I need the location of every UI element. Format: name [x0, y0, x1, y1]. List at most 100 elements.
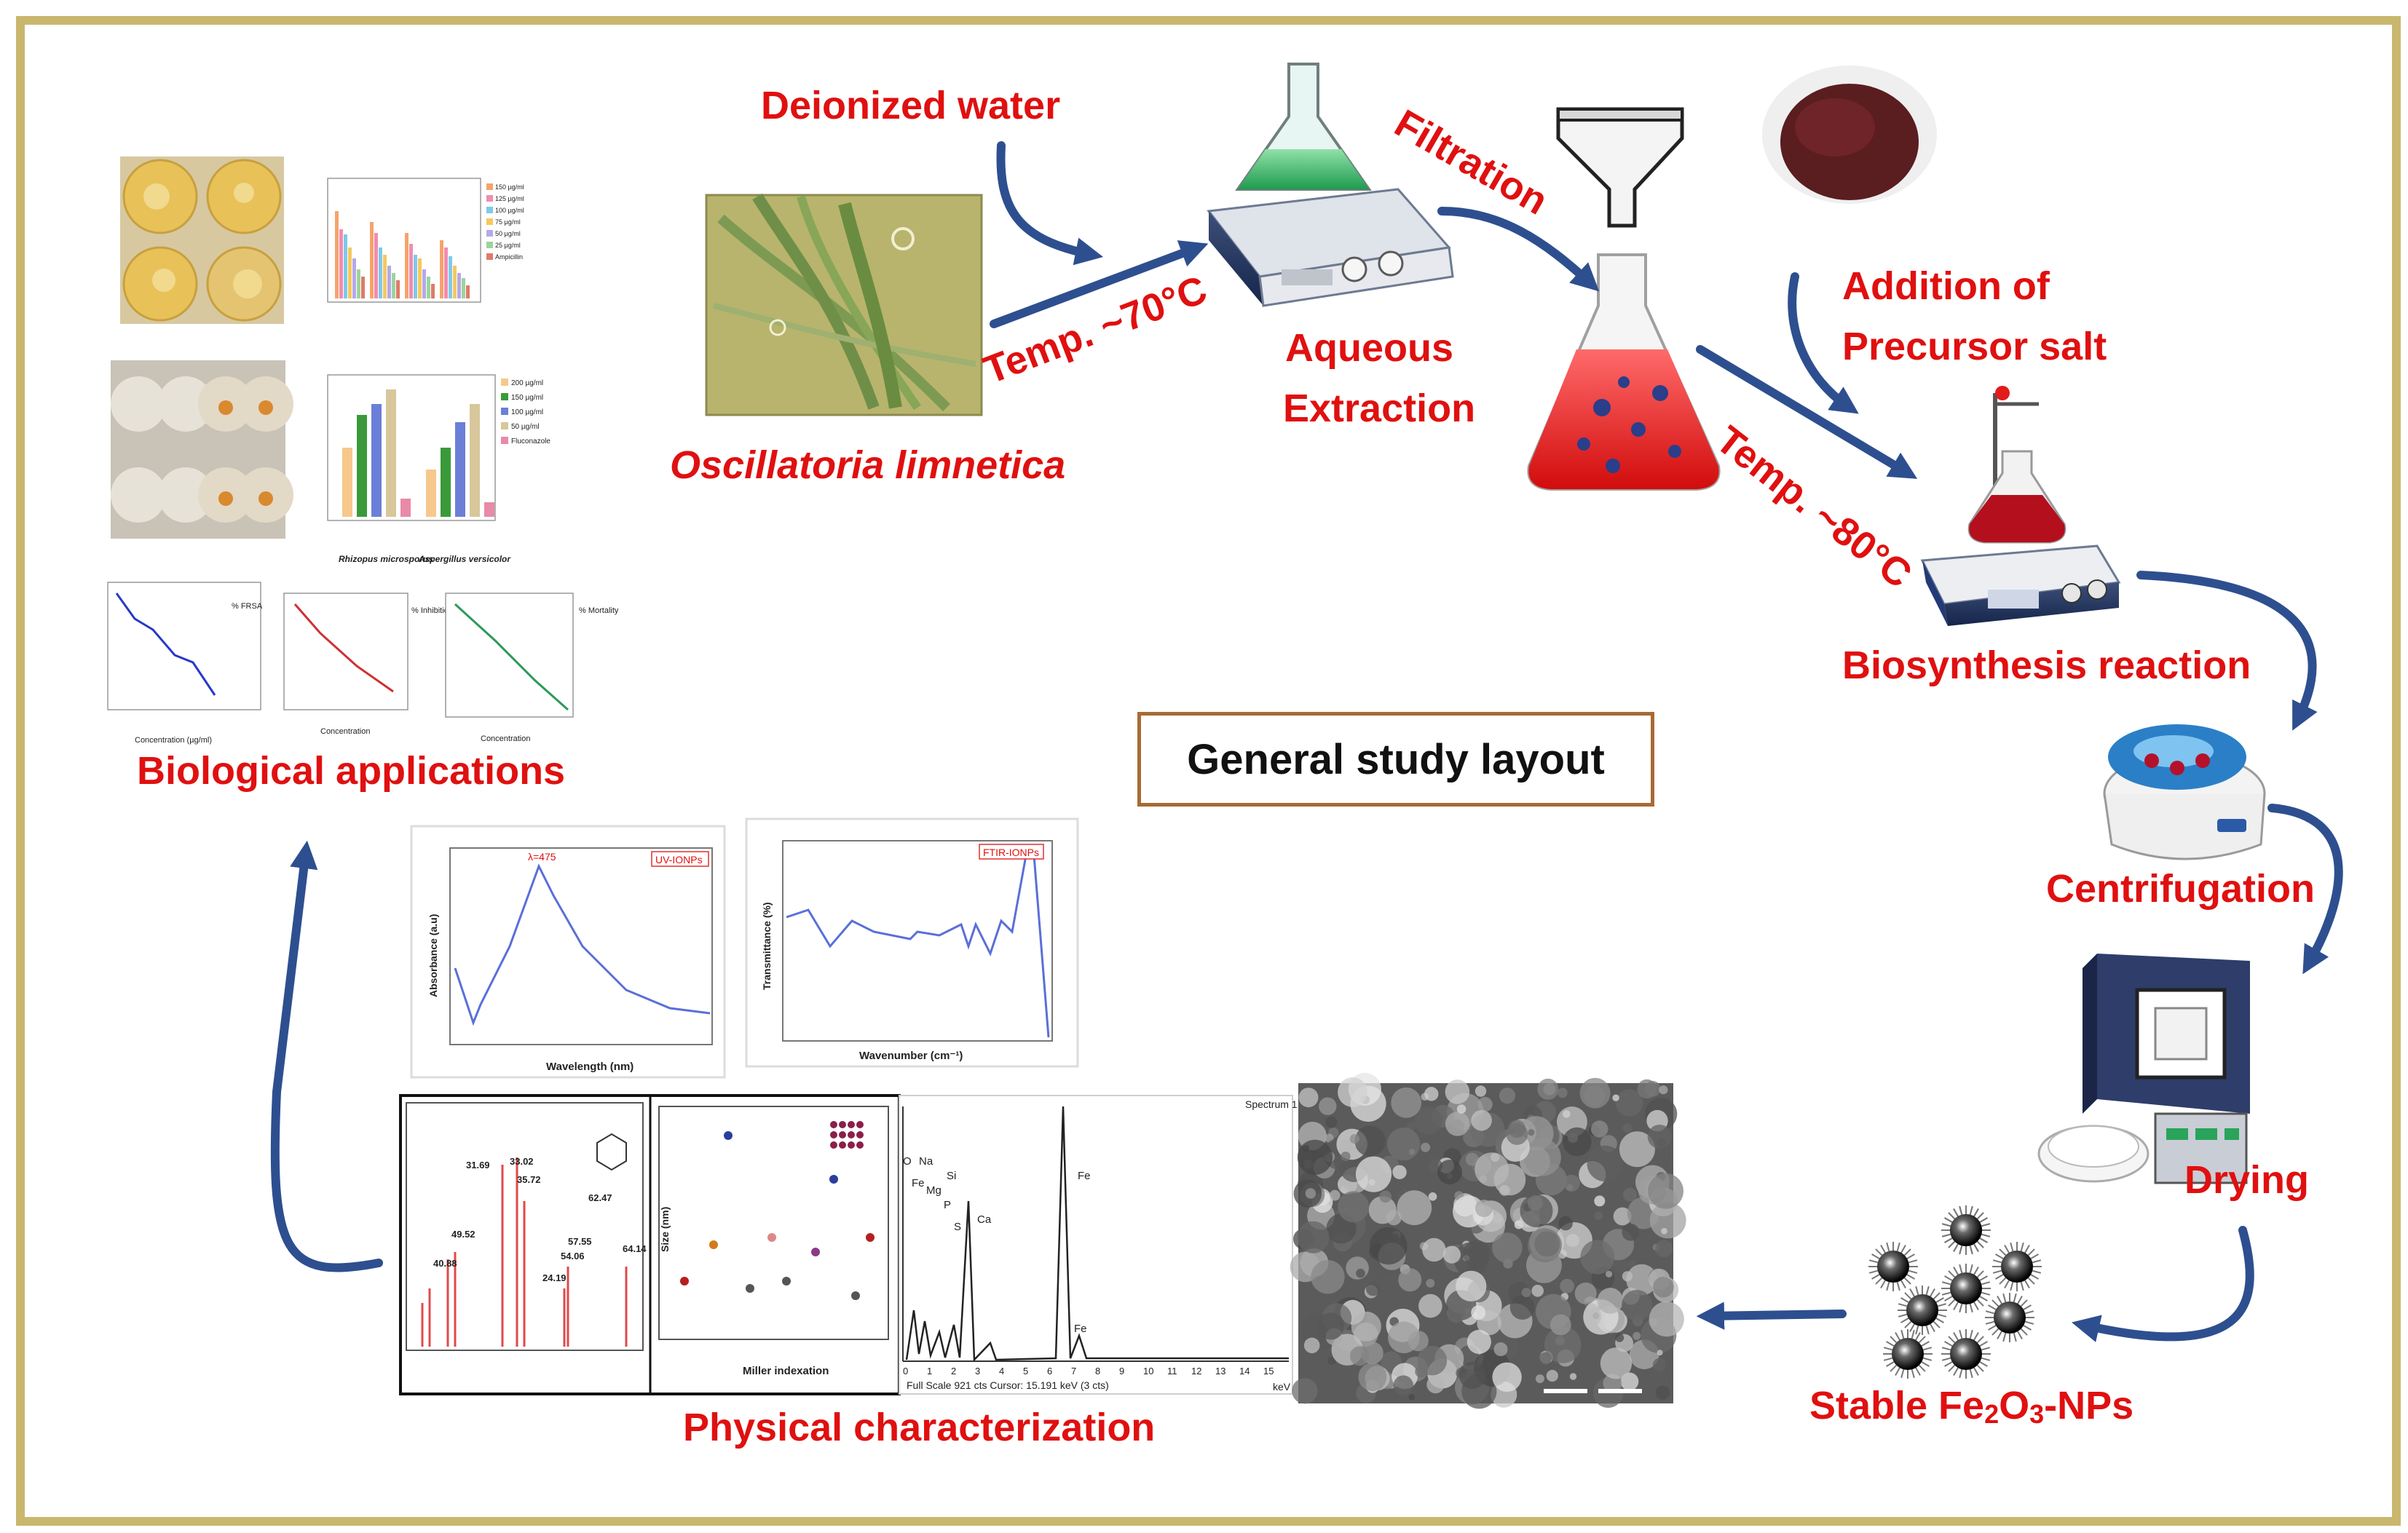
centrifuge [2103, 724, 2266, 860]
legend-entry: 25 µg/ml [495, 242, 521, 249]
label-drying: Drying [2184, 1158, 2310, 1202]
legend-entry: 200 µg/ml [511, 379, 543, 387]
nanoparticle-cluster [1868, 1205, 2042, 1379]
legend-entry: Ampicillin [495, 253, 523, 261]
bar [339, 229, 343, 298]
eds-tick: 11 [1167, 1366, 1177, 1376]
np-sub2: 3 [2029, 1399, 2045, 1429]
eds-tick: 0 [903, 1366, 908, 1376]
eds-element-label: Fe [1078, 1170, 1091, 1182]
legend-entry: 125 µg/ml [495, 195, 524, 202]
eds-element-label: S [954, 1221, 961, 1233]
eds-element-label: Fe [912, 1177, 925, 1189]
bar [387, 266, 391, 298]
bar [383, 255, 387, 298]
label-addition-of: Addition of [1842, 264, 2050, 308]
size-point [866, 1233, 875, 1242]
size-point [709, 1240, 718, 1249]
nanoparticle [1941, 1329, 1991, 1379]
nanoparticle [1883, 1329, 1933, 1379]
biosynthesis-stirrer [1920, 386, 2121, 626]
np-sub1: 2 [1984, 1399, 2000, 1429]
uv-ylabel: Absorbance (a.u) [427, 914, 439, 997]
arrow-biosynthesis-to-centrifuge [2136, 571, 2318, 731]
molecule-icon [830, 1121, 864, 1149]
mortality-xlabel: Concentration [481, 734, 531, 743]
mortality-legend: % Mortality [579, 606, 619, 615]
eds-tick: 10 [1143, 1366, 1153, 1376]
petri-dishes-fungi [111, 360, 293, 539]
xrd-peak-label: 24.19 [542, 1272, 567, 1283]
xrd-peak-label: 49.52 [451, 1229, 475, 1240]
ftir-legend: FTIR-IONPs [983, 847, 1039, 858]
eds-tick: 12 [1191, 1366, 1201, 1376]
legend-entry: 100 µg/ml [495, 207, 524, 214]
title-box-label: General study layout [1187, 735, 1605, 783]
bar [440, 240, 443, 298]
label-organism: Oscillatoria limnetica [670, 443, 1066, 487]
bar [422, 269, 426, 298]
np-prefix: Stable Fe [1809, 1384, 1985, 1427]
hotplate-green-flask [1207, 63, 1454, 307]
xrd-peak-label: 62.47 [588, 1192, 612, 1203]
size-point [746, 1284, 754, 1293]
nanoparticle [1898, 1286, 1947, 1335]
label-biological-applications: Biological applications [137, 749, 566, 793]
eds-tick: 7 [1071, 1366, 1076, 1376]
eds-tick: 15 [1263, 1366, 1274, 1376]
bar [374, 233, 378, 298]
label-precursor-salt: Precursor salt [1842, 325, 2107, 368]
arrow-hotplate-to-flask [1437, 207, 1600, 292]
size-point [767, 1233, 776, 1242]
ftir-ylabel: Transmittance (%) [761, 902, 773, 990]
label-biosynthesis: Biosynthesis reaction [1842, 643, 2251, 687]
sem-image-thumbnail [1290, 1072, 1686, 1409]
bar [449, 256, 452, 298]
legend-entry: 150 µg/ml [495, 183, 524, 191]
line-chart-mortality: % Mortality Concentration [445, 593, 619, 743]
bar [457, 273, 461, 298]
eds-element-label: Fe [1074, 1323, 1087, 1335]
arrow-characterization-to-applications [270, 840, 383, 1272]
nanoparticle [1985, 1293, 2034, 1342]
label-physical-characterization: Physical characterization [683, 1406, 1156, 1449]
bar [414, 255, 417, 298]
fungi-cat-2: Aspergillus versicolor [418, 554, 511, 564]
petri-dishes-bacteria [120, 157, 284, 324]
eds-tick: 1 [927, 1366, 932, 1376]
bar [335, 211, 339, 298]
legend-entry: 150 µg/ml [511, 394, 543, 402]
bar [379, 247, 382, 298]
eds-element-label: P [944, 1199, 951, 1211]
bar [348, 247, 352, 298]
size-ylabel: Size (nm) [659, 1207, 671, 1252]
uv-legend: UV-IONPs [655, 854, 703, 865]
bar [400, 499, 411, 517]
eds-title: Spectrum 1 [1245, 1098, 1298, 1110]
label-centrifugation: Centrifugation [2046, 867, 2315, 911]
uv-chart-thumbnail: UV-IONPs λ=475 Wavelength (nm) Absorbanc… [410, 825, 726, 1079]
arrow-powder-to-biosynthesis [1788, 272, 1859, 414]
bar [455, 422, 465, 517]
bar [396, 280, 400, 298]
label-aqueous: Aqueous [1285, 326, 1454, 370]
label-deionized-water: Deionized water [761, 84, 1061, 127]
frsa-legend: % FRSA [232, 602, 263, 611]
inhibition-legend: % Inhibition [411, 606, 453, 615]
line-chart-frsa: % FRSA Concentration (µg/ml) [107, 582, 263, 745]
arrow-oven-to-nanoparticles [2072, 1226, 2254, 1342]
bar [418, 258, 422, 298]
xrd-peak-label: 54.06 [561, 1251, 585, 1261]
microscope-image [705, 193, 983, 416]
bar [405, 233, 408, 298]
xrd-peak-label: 40.88 [433, 1258, 457, 1269]
np-suffix: -NPs [2044, 1384, 2134, 1427]
label-extraction: Extraction [1283, 387, 1476, 430]
line-chart-inhibition: % Inhibition Concentration [283, 593, 453, 736]
arrow-centrifuge-to-oven [2267, 804, 2343, 975]
eds-tick: 6 [1047, 1366, 1052, 1376]
eds-element-label: Si [947, 1170, 956, 1182]
